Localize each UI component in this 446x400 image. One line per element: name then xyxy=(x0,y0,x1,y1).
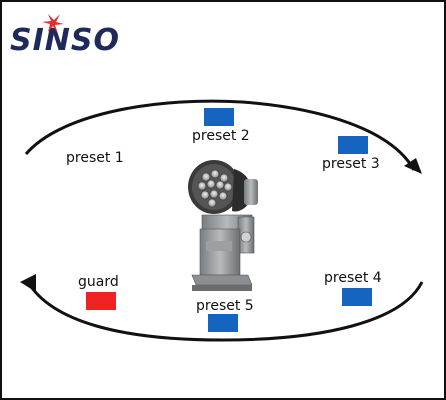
preset-1-label: preset 1 xyxy=(66,150,124,166)
sinso-logo: SINSO xyxy=(10,14,120,58)
bottom-arc-arrow xyxy=(26,281,424,342)
preset-2-marker xyxy=(204,108,234,126)
searchlight-pan-tilt-icon xyxy=(188,160,258,291)
preset-2-label: preset 2 xyxy=(192,128,250,144)
svg-text:SINSO: SINSO xyxy=(10,23,120,58)
preset-5-marker xyxy=(208,314,238,332)
preset-3-marker xyxy=(338,136,368,154)
guard-marker xyxy=(86,292,116,310)
top-arc-arrow xyxy=(24,99,416,171)
preset-4-label: preset 4 xyxy=(324,270,382,286)
bottom-arrowhead xyxy=(20,274,36,292)
preset-3-label: preset 3 xyxy=(322,156,380,172)
preset-5-label: preset 5 xyxy=(196,298,254,314)
preset-4-marker xyxy=(342,288,372,306)
guard-label: guard xyxy=(78,274,119,290)
top-arrowhead xyxy=(404,158,422,174)
